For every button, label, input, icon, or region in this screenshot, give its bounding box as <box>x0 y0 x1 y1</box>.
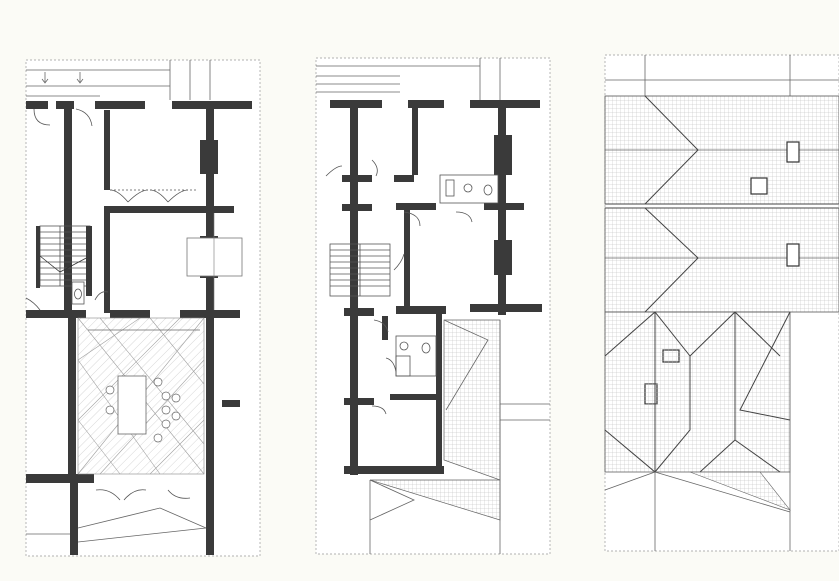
entrance-steps <box>26 60 211 100</box>
sheet-ground-floor <box>25 59 261 557</box>
walls <box>330 100 542 475</box>
lower-roof <box>369 319 550 554</box>
door-swing-icon <box>325 159 473 415</box>
sheet-roof-plan <box>604 54 839 552</box>
kitchen-island <box>186 237 243 277</box>
toilet-icon <box>395 174 499 377</box>
dining-extension <box>77 317 205 475</box>
walls <box>26 101 252 555</box>
sheet-upper-floor <box>315 57 551 555</box>
dining-table-icon <box>117 375 147 435</box>
stair-arrow-icon <box>41 72 84 84</box>
main-roof <box>604 95 839 313</box>
toilet-icon <box>71 281 85 305</box>
stair-icon <box>329 243 391 297</box>
rear-roof <box>604 311 791 551</box>
chair-icon <box>105 377 181 443</box>
door-swing-icon <box>25 108 196 501</box>
